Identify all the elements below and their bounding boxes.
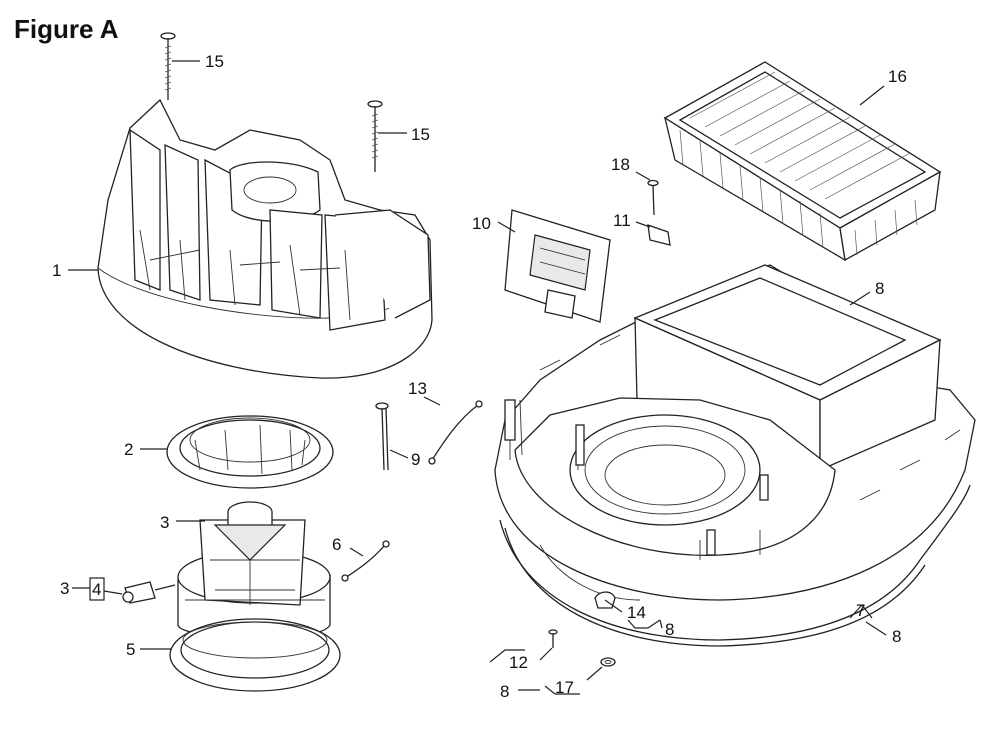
part-17-washer — [600, 657, 616, 667]
callout-8-right: 8 — [892, 627, 901, 646]
callout-6: 6 — [332, 535, 341, 554]
callout-3-motor: 3 — [160, 513, 169, 532]
callout-3-box: 3 — [60, 579, 69, 598]
callout-7: 7 — [856, 601, 865, 620]
callout-8-top: 8 — [875, 279, 884, 298]
callout-12: 12 — [509, 653, 528, 672]
figure-title: Figure A — [14, 14, 119, 44]
part-7-gasket — [499, 484, 971, 647]
part-2-gasket-ring — [166, 415, 334, 489]
part-18-screw — [647, 179, 659, 216]
callout-2: 2 — [124, 440, 133, 459]
callout-8-bottom-center: 8 — [665, 620, 674, 639]
callout-10: 10 — [472, 214, 491, 233]
callout-1: 1 — [52, 261, 61, 280]
part-5-base-ring — [169, 618, 341, 692]
part-13-cable — [428, 400, 483, 465]
part-15-screw-left — [160, 32, 176, 100]
callout-4-box — [89, 577, 105, 601]
part-1-motor-head-cover — [97, 98, 433, 379]
callout-8-bottom-left: 8 — [500, 682, 509, 701]
callout-18: 18 — [611, 155, 630, 174]
callout-5: 5 — [126, 640, 135, 659]
leader-lines — [68, 60, 887, 695]
part-12-screw — [548, 629, 558, 648]
callout-15-lower: 15 — [411, 125, 430, 144]
part-8-tank-housing — [494, 264, 976, 601]
callout-11: 11 — [613, 211, 631, 230]
callout-9: 9 — [411, 450, 420, 469]
part-4-connector — [122, 581, 176, 604]
callout-16: 16 — [888, 67, 907, 86]
callout-4: 4 — [92, 580, 101, 599]
callout-17: 17 — [555, 678, 574, 697]
part-10-circuit-board — [504, 209, 611, 323]
callout-13: 13 — [408, 379, 427, 398]
part-15-screw-right — [367, 100, 383, 172]
callout-15-upper: 15 — [205, 52, 224, 71]
part-9-tie-strap — [375, 402, 389, 471]
part-3-motor — [177, 501, 331, 639]
part-11-bracket — [647, 224, 671, 246]
part-6-cable — [341, 540, 390, 582]
callout-14: 14 — [627, 603, 646, 622]
part-16-filter — [663, 61, 942, 262]
callouts: 15 15 16 18 11 10 1 8 13 2 9 3 6 3 4 5 1… — [52, 52, 907, 701]
